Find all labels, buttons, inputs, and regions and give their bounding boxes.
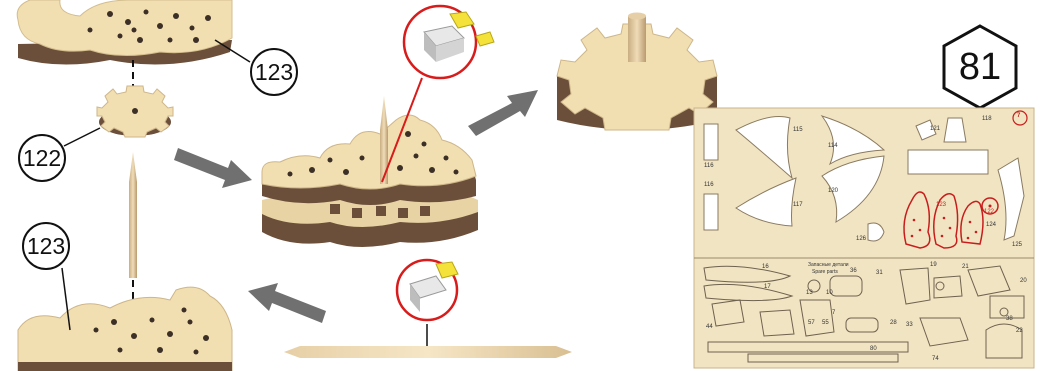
sheet-label: 116 [704,163,714,169]
sheet-label: 21 [962,264,969,270]
sheet-label: 120 [828,188,838,194]
sheet-label: 16 [762,264,769,270]
sheet-label: 57 [808,320,815,326]
sheet-label: 44 [706,324,713,330]
sheet-label: 118 [982,116,992,122]
sheet-label: 124 [986,222,996,228]
dowel-stick-horizontal [284,346,572,358]
sheet-label: 121 [930,126,940,132]
assembled-stack [262,96,478,247]
sheet-label: 116 [704,182,714,188]
arrow-to-assembly [174,148,252,188]
sheet-label: 33 [906,322,913,328]
result-gear-with-dowel [557,13,717,131]
sheet-label: 55 [822,320,829,326]
sheet-label: 10 [826,290,833,296]
sheet-label: 38 [1006,316,1013,322]
callout-part-122: 122 [18,134,66,182]
sheet-label: 74 [932,356,939,362]
arrow-from-stick [248,283,326,323]
sheet-label: 36 [850,268,857,274]
sheet-label: 28 [890,320,897,326]
sheet-label: 13 [806,290,813,296]
dino-part-bottom [18,287,232,371]
sheet-label: 22 [1016,328,1023,334]
spare-parts-title-en: Spare parts [812,269,838,275]
sheet-label: 117 [793,202,803,208]
sheet-label: 31 [876,270,883,276]
sheet-label: 125 [1012,242,1022,248]
sheet-label: 114 [828,143,838,149]
sheet-label: 7 [832,310,835,316]
sheet-label: 19 [930,262,937,268]
leader-line-122 [64,128,100,146]
sheet-label: 115 [793,127,803,133]
sheet-label: 80 [870,346,877,352]
sheet-label: 126 [856,236,866,242]
callout-part-123-top: 123 [250,48,298,96]
sheet-label: 20 [1020,278,1027,284]
step-number: 81 [941,28,1019,106]
callout-part-123-bottom: 123 [22,222,70,270]
spare-parts-title-ru: Запасные детали [808,262,849,268]
dowel-stick-vertical [129,152,137,278]
zoom-callout-bottom [397,260,458,355]
sheet-label: 17 [764,284,771,290]
arrow-to-result [468,90,538,136]
sheet-label: 123 [936,202,946,208]
dino-part-top [17,0,232,65]
sheet-label: 122 [984,209,994,215]
sheet-badge: 7 [1017,113,1020,119]
gear-part [97,86,173,137]
